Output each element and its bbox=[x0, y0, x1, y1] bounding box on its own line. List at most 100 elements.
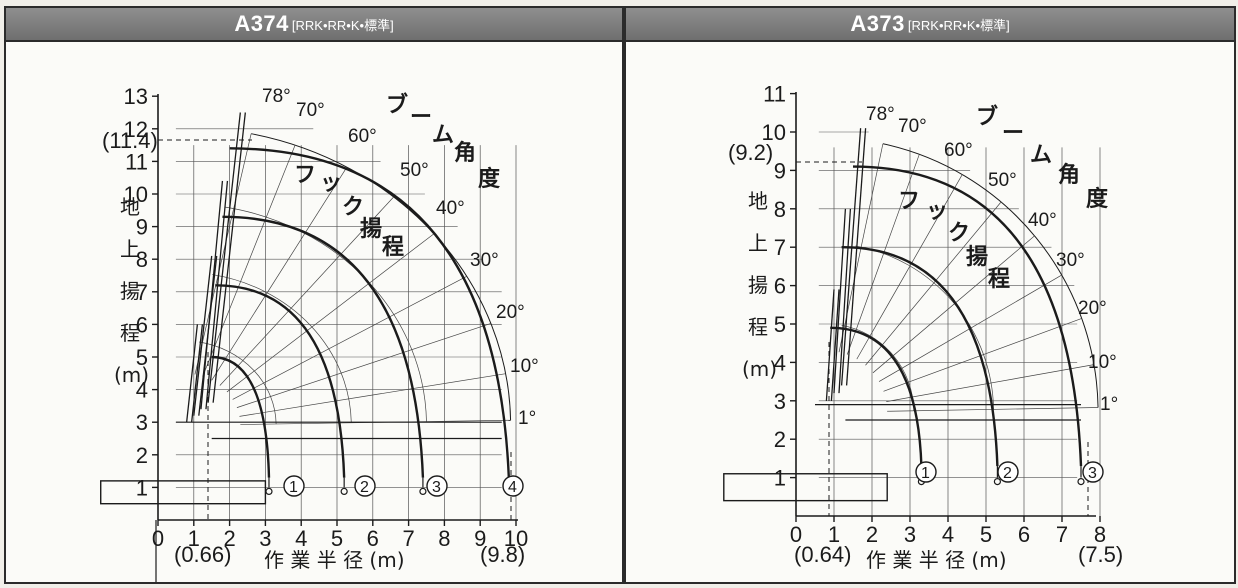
radius-grid bbox=[818, 131, 1101, 516]
y-tick-label: 3 bbox=[774, 389, 786, 414]
svg-text:(m): (m) bbox=[114, 363, 149, 387]
x-tick-label: 6 bbox=[367, 526, 379, 551]
angle-ray bbox=[236, 323, 491, 408]
truck-bed bbox=[723, 473, 888, 502]
boom-angle-label: ブ ー ム 角 度 bbox=[386, 92, 501, 192]
svg-text:10°: 10° bbox=[510, 356, 539, 377]
hook-number-4: 4 bbox=[502, 475, 524, 497]
svg-text:4: 4 bbox=[508, 479, 517, 496]
hook-number-3: 3 bbox=[426, 475, 448, 497]
svg-text:2: 2 bbox=[360, 479, 369, 496]
boom-section bbox=[840, 128, 862, 386]
y-tick-label: 10 bbox=[124, 182, 148, 207]
x-tick-label: 7 bbox=[402, 526, 414, 551]
svg-text:程: 程 bbox=[120, 321, 140, 345]
y-axis-label: 地 上 揚 程 (m) bbox=[114, 195, 149, 387]
x-tick-label: 3 bbox=[259, 526, 271, 551]
boom-section bbox=[185, 324, 199, 423]
svg-text:ブ: ブ bbox=[386, 92, 408, 118]
svg-text:1°: 1° bbox=[1100, 394, 1118, 415]
svg-text:60°: 60° bbox=[944, 140, 973, 161]
svg-text:1°: 1° bbox=[518, 408, 536, 429]
boom-angle-label: ブ ー ム 角 度 bbox=[976, 104, 1109, 212]
x-tick-label: 0 bbox=[790, 522, 802, 547]
svg-text:上: 上 bbox=[120, 237, 140, 261]
hook-curve bbox=[215, 284, 346, 478]
svg-text:20°: 20° bbox=[1078, 298, 1107, 319]
y-tick-label: 8 bbox=[136, 247, 148, 272]
svg-text:20°: 20° bbox=[496, 302, 525, 323]
y-tick-label: 8 bbox=[774, 197, 786, 222]
y-tick-label: 3 bbox=[136, 410, 148, 435]
angle-ray bbox=[846, 154, 920, 355]
y-tick-label: 4 bbox=[136, 378, 148, 403]
y-tick-label: 4 bbox=[774, 350, 786, 375]
y-tick-label: 6 bbox=[774, 274, 786, 299]
angle-ray bbox=[219, 196, 394, 386]
svg-text:程: 程 bbox=[382, 235, 404, 260]
svg-text:程: 程 bbox=[748, 315, 768, 339]
x-tick-label: 6 bbox=[1018, 522, 1030, 547]
hook-height-curves bbox=[211, 147, 513, 495]
svg-text:フ: フ bbox=[898, 189, 920, 214]
model-variant: [RRK•RR•K•標準] bbox=[907, 17, 1010, 33]
y-tick-label: 7 bbox=[136, 280, 148, 305]
angle-labels: 78° 70° 60° 50° 40° 30° 20° 10° 1° bbox=[866, 104, 1118, 415]
svg-text:2: 2 bbox=[1003, 465, 1012, 482]
min-radius-label: (0.66) bbox=[174, 542, 231, 567]
x-tick-label: 3 bbox=[904, 522, 916, 547]
hook-curve bbox=[211, 355, 271, 478]
svg-text:1: 1 bbox=[921, 465, 930, 482]
angle-labels: 78° 70° 60° 50° 40° 30° 20° 10° 1° bbox=[262, 86, 539, 429]
hook-number-3: 3 bbox=[1082, 461, 1104, 483]
boom-section bbox=[838, 208, 852, 394]
y-tick-label: 13 bbox=[124, 84, 148, 109]
angle-ray bbox=[239, 373, 506, 417]
angle-ray bbox=[883, 318, 1082, 392]
model-name: A373 bbox=[850, 11, 905, 36]
svg-text:1: 1 bbox=[289, 479, 298, 496]
panel-header: A374 [RRK•RR•K•標準] bbox=[6, 8, 622, 42]
dashed-guides bbox=[158, 139, 512, 520]
svg-text:ー: ー bbox=[1002, 121, 1024, 146]
angle-ray bbox=[194, 133, 252, 375]
model-name: A374 bbox=[234, 11, 289, 36]
svg-text:ク: ク bbox=[342, 195, 364, 220]
angle-ray bbox=[865, 201, 1002, 366]
x-tick-label: 2 bbox=[223, 526, 235, 551]
svg-text:70°: 70° bbox=[898, 116, 927, 137]
crane-drawing bbox=[100, 112, 502, 505]
svg-text:3: 3 bbox=[1088, 465, 1097, 482]
boom-section bbox=[205, 180, 229, 410]
svg-text:程: 程 bbox=[988, 267, 1010, 292]
svg-text:揚: 揚 bbox=[360, 216, 382, 242]
svg-text:50°: 50° bbox=[400, 160, 429, 181]
svg-text:揚: 揚 bbox=[966, 244, 988, 270]
svg-text:ム: ム bbox=[1030, 143, 1052, 168]
x-tick-label: 7 bbox=[1056, 522, 1068, 547]
svg-text:50°: 50° bbox=[988, 170, 1017, 191]
y-tick-label: 1 bbox=[136, 475, 148, 500]
x-tick-label: 4 bbox=[942, 522, 954, 547]
angle-ray bbox=[856, 174, 963, 360]
y-tick-label: 10 bbox=[762, 120, 786, 145]
svg-text:ッ: ッ bbox=[320, 171, 342, 196]
y-tick-label: 6 bbox=[136, 312, 148, 337]
min-radius-label: (0.64) bbox=[794, 542, 851, 567]
svg-text:30°: 30° bbox=[470, 250, 499, 271]
svg-text:ー: ー bbox=[410, 105, 432, 130]
hook-number-1: 1 bbox=[915, 461, 937, 483]
svg-text:フ: フ bbox=[294, 163, 316, 188]
y-tick-label: 9 bbox=[136, 215, 148, 240]
hook-icon bbox=[419, 487, 427, 495]
x-axis-label: 作 業 半 径 (m) bbox=[264, 548, 405, 572]
y-tick-label: 11 bbox=[125, 149, 148, 174]
x-tick-label: 5 bbox=[331, 526, 343, 551]
boom-section bbox=[830, 289, 840, 401]
